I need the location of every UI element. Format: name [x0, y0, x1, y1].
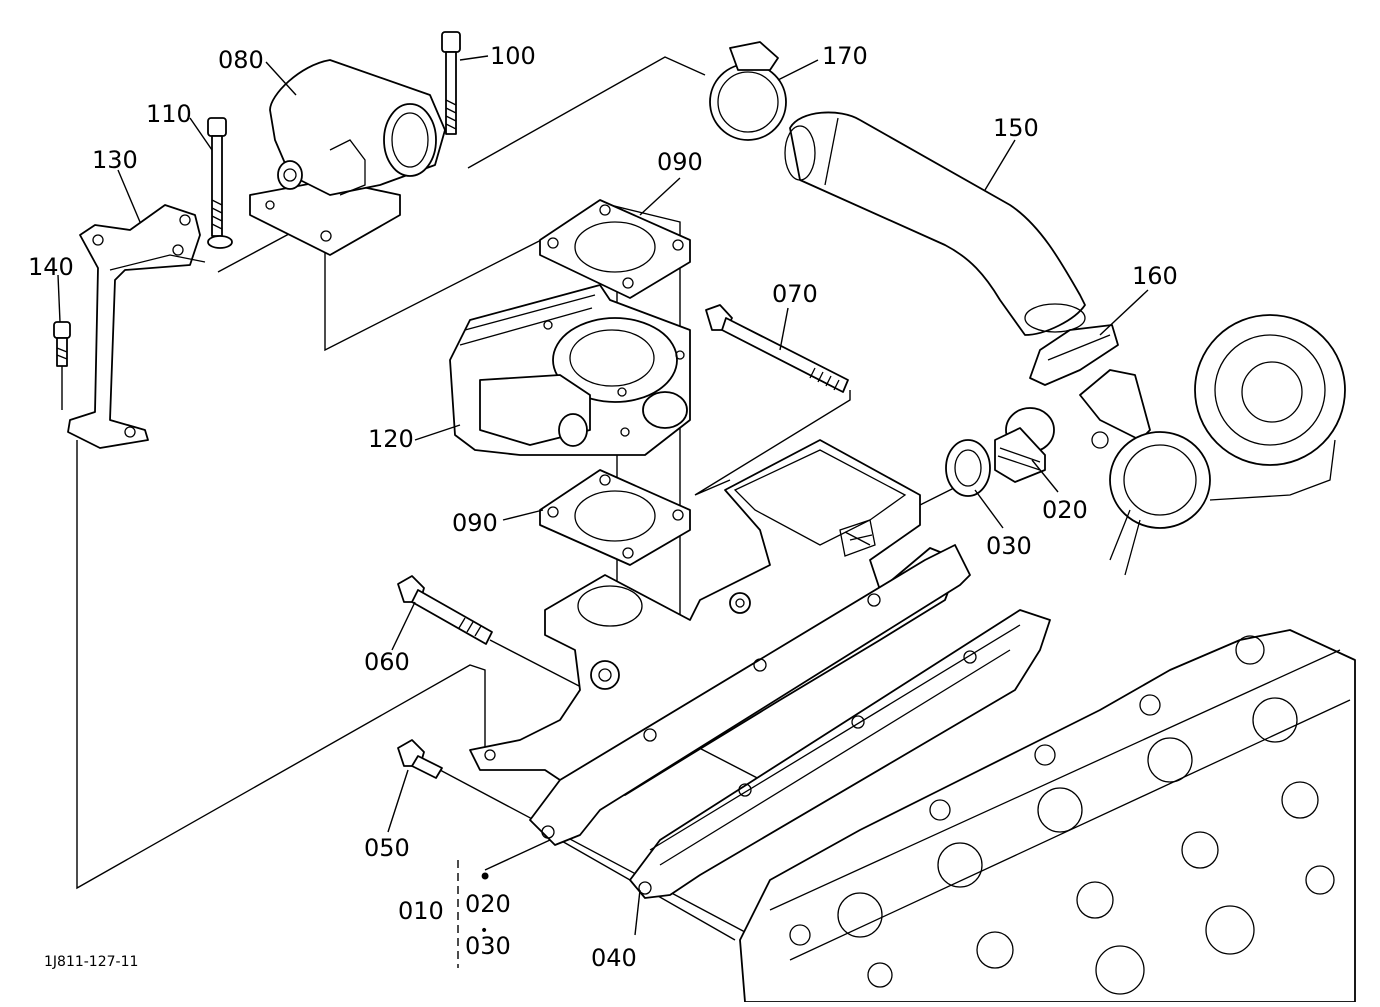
- part-090-gasket-upper: [539, 199, 691, 299]
- callout-020: 020: [1042, 496, 1088, 524]
- callout-030: 030: [986, 532, 1032, 560]
- callout-090-upper: 090: [657, 148, 703, 176]
- callout-080: 080: [218, 46, 264, 74]
- part-100-bolt: [441, 31, 461, 135]
- callout-090-lower: 090: [452, 509, 498, 537]
- callout-050: 050: [364, 834, 410, 862]
- callout-070: 070: [772, 280, 818, 308]
- callout-140: 140: [28, 253, 74, 281]
- callout-170: 170: [822, 42, 868, 70]
- part-040-manifold-gasket: [529, 544, 1051, 899]
- callout-bullet-1: •: [478, 863, 492, 891]
- callout-010-sub-030: 030: [465, 932, 511, 960]
- part-130-bracket: [67, 204, 206, 449]
- part-170-hose-clamp: [709, 41, 787, 141]
- part-140-bolt: [53, 321, 71, 367]
- part-120-throttle-body: [449, 284, 691, 456]
- callout-010: 010: [398, 897, 444, 925]
- callout-110: 110: [146, 100, 192, 128]
- intake-manifold: [469, 439, 961, 796]
- part-070-bolt: [705, 304, 849, 393]
- part-080-outlet-elbow: [249, 59, 446, 256]
- callout-160: 160: [1132, 262, 1178, 290]
- diagram-id: 1J811-127-11: [44, 954, 138, 970]
- callout-labels: 080 100 110 130 140 170 090 150 160 070 …: [28, 42, 1178, 972]
- part-150-hose: [784, 111, 1086, 336]
- part-030-washer: [945, 439, 991, 497]
- callout-060: 060: [364, 648, 410, 676]
- part-090-gasket-lower: [539, 469, 691, 566]
- callout-120: 120: [368, 425, 414, 453]
- callout-100: 100: [490, 42, 536, 70]
- turbocharger: [1079, 314, 1346, 576]
- callout-010-sub-020: 020: [465, 890, 511, 918]
- callout-130: 130: [92, 146, 138, 174]
- leader-lines: [57, 55, 1149, 968]
- part-050-bolt: [397, 739, 443, 779]
- part-060-bolt: [397, 575, 493, 645]
- cylinder-head: [739, 629, 1356, 1003]
- callout-150: 150: [993, 114, 1039, 142]
- callout-bullet-2: •: [480, 923, 488, 939]
- part-110-bolt: [207, 117, 233, 249]
- callout-040: 040: [591, 944, 637, 972]
- part-020-plug: [994, 407, 1055, 483]
- part-160-hose-clamp: [1029, 324, 1119, 386]
